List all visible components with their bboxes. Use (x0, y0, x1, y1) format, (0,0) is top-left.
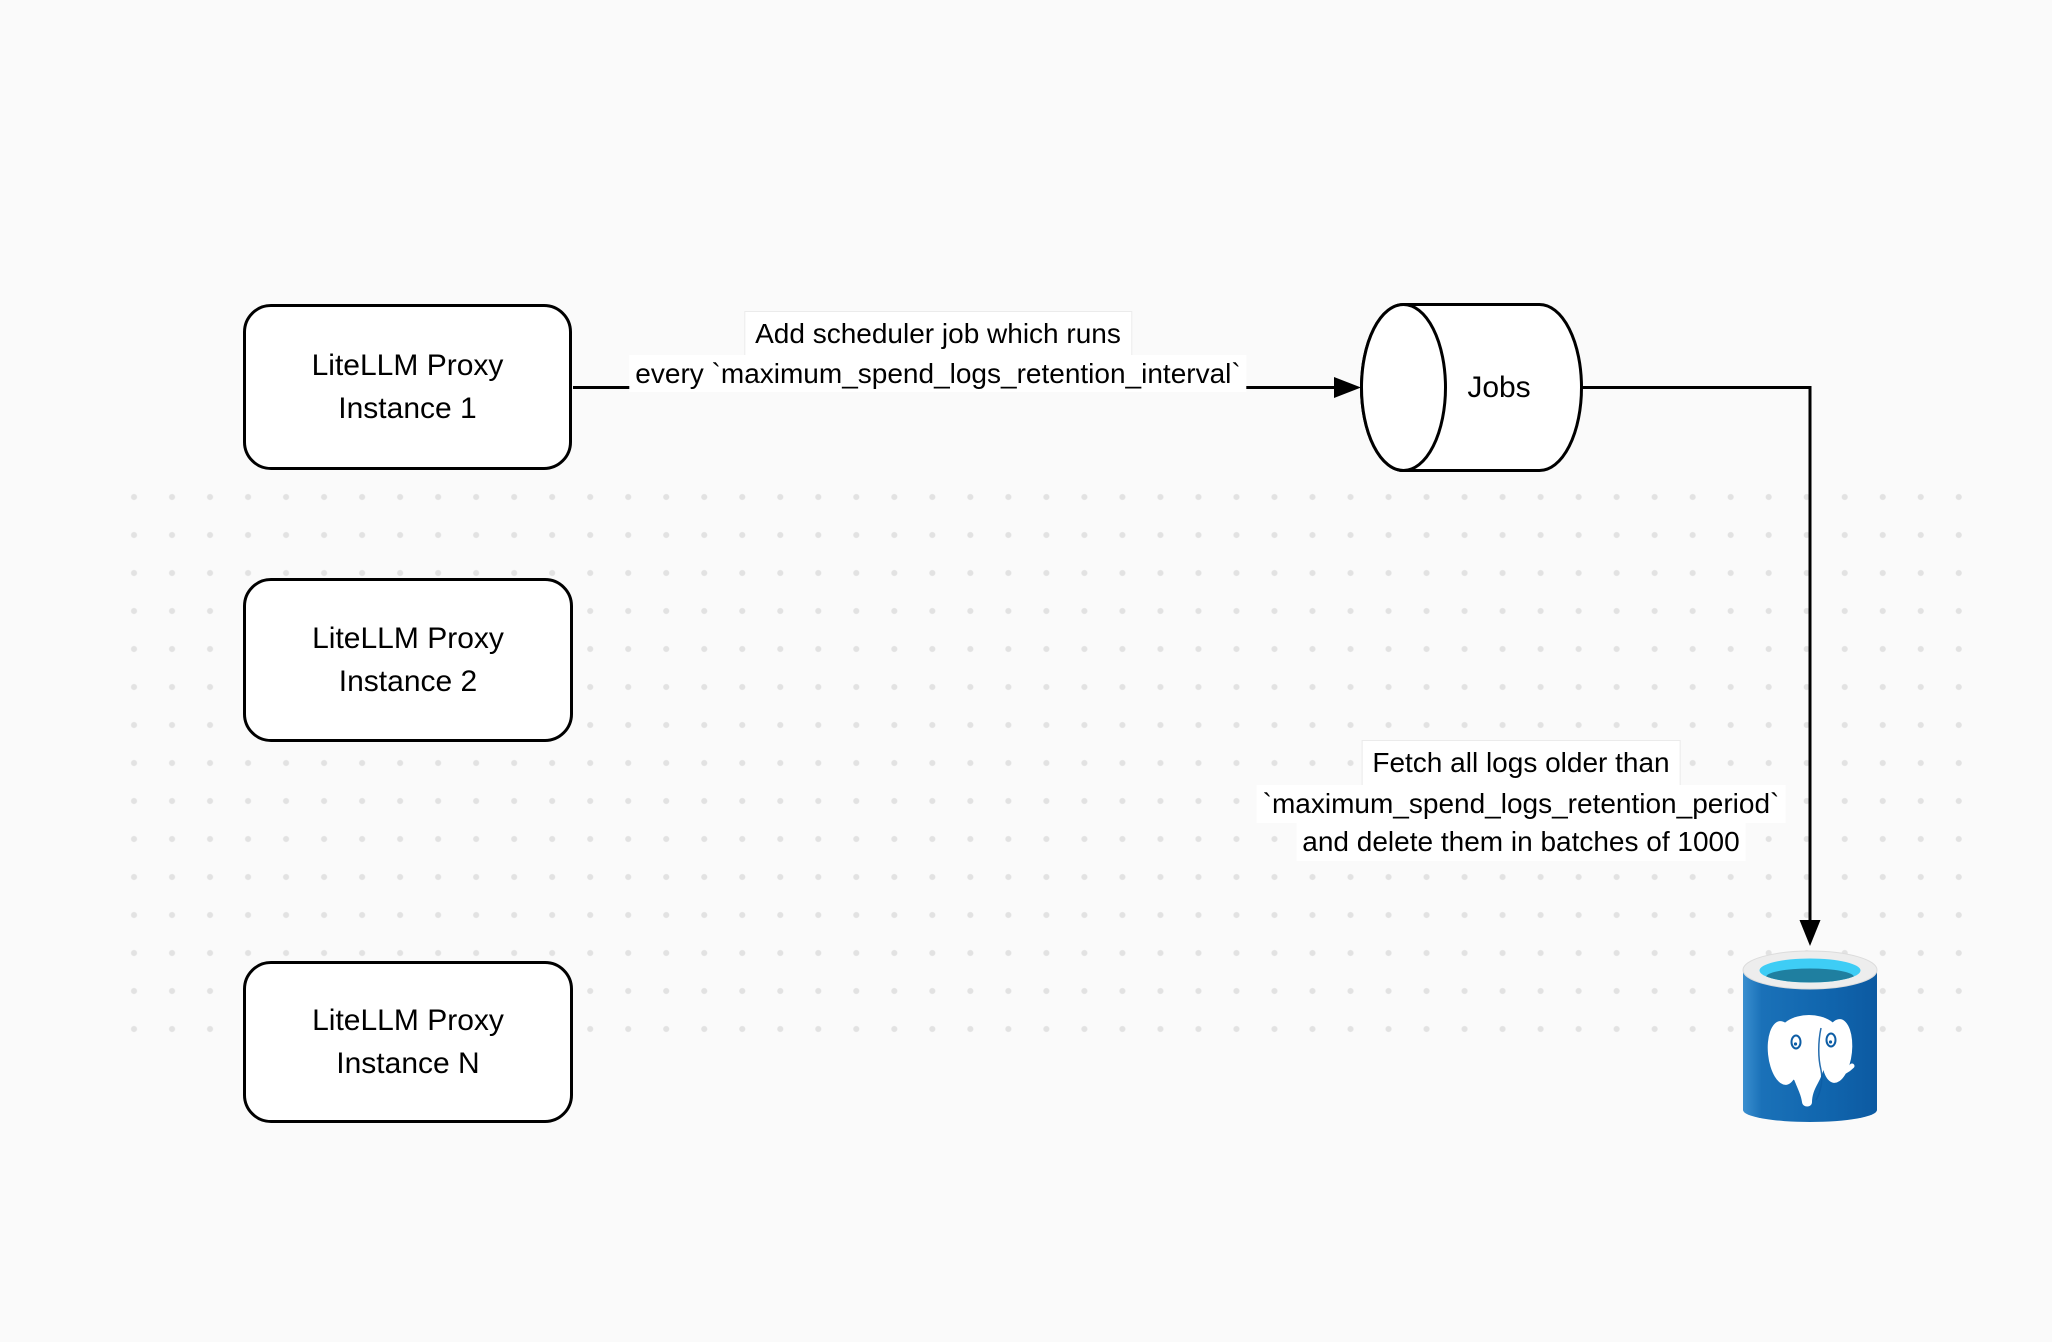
edge-label-fetch-delete: Fetch all logs older than `maximum_spend… (1256, 741, 1786, 861)
node-label: LiteLLM Proxy Instance 2 (312, 622, 504, 698)
node-litellm-proxy-instance-n: LiteLLM Proxy Instance N (243, 961, 573, 1123)
edge-fetch-arrow (1581, 386, 1821, 946)
arrow-head-right-icon (1334, 377, 1361, 398)
edge-label-line: `maximum_spend_logs_retention_period` (1256, 785, 1786, 823)
edge-label-line: every `maximum_spend_logs_retention_inte… (629, 355, 1247, 392)
jobs-node-label: Jobs (1467, 371, 1531, 404)
postgres-elephant-glyph (1767, 1015, 1855, 1107)
arrow-line (1581, 386, 1812, 921)
arrow-head-down-icon (1799, 920, 1821, 946)
node-label: LiteLLM Proxy Instance 1 (311, 349, 504, 425)
postgresql-database-icon (1742, 950, 1878, 1122)
node-litellm-proxy-instance-1: LiteLLM Proxy Instance 1 (243, 304, 572, 470)
edge-label-scheduler: Add scheduler job which runs every `maxi… (629, 312, 1247, 392)
node-label: LiteLLM Proxy Instance N (312, 1004, 504, 1080)
edge-label-line: Fetch all logs older than (1362, 741, 1680, 785)
edge-label-line: Add scheduler job which runs (745, 312, 1131, 355)
jobs-cylinder-shape (1360, 303, 1583, 472)
node-litellm-proxy-instance-2: LiteLLM Proxy Instance 2 (243, 578, 573, 742)
edge-label-line: and delete them in batches of 1000 (1296, 823, 1746, 861)
